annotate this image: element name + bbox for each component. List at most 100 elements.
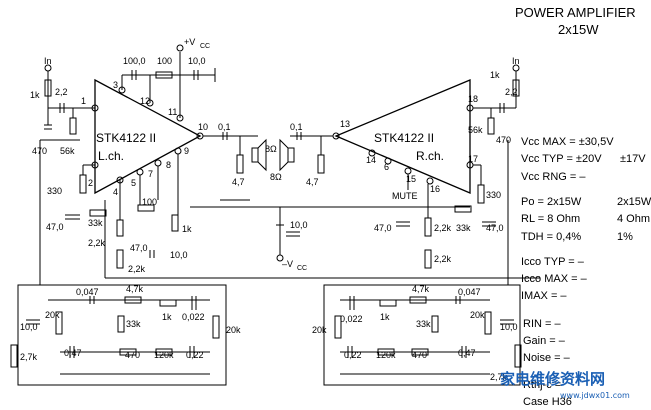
tl-c-047b: 0,47 <box>64 348 82 358</box>
right-feedback <box>396 164 496 269</box>
pin-11: 11 <box>168 107 177 117</box>
r-47-left: 4,7 <box>232 177 245 187</box>
tr-c-10: 10,0 <box>500 322 518 332</box>
right-output <box>279 132 333 174</box>
mute-label: MUTE <box>392 191 418 201</box>
vcc-neg-label: –V <box>282 259 293 269</box>
tr-c-022b: 0,22 <box>344 350 362 360</box>
c-22-left: 2,2 <box>55 87 68 97</box>
r-33k-left: 33k <box>88 218 103 228</box>
tl-c-022b: 0,22 <box>186 350 204 360</box>
r-56k-right: 56k <box>468 125 483 135</box>
pin-6: 6 <box>384 162 389 172</box>
tl-r-27k: 2,7k <box>20 352 38 362</box>
title-line1: POWER AMPLIFIER <box>515 5 636 20</box>
r-22k-right2: 2,2k <box>434 254 452 264</box>
ic-left-name: STK4122 II <box>96 131 156 145</box>
input-left-label: In <box>44 56 52 66</box>
spec-vcc-typ2: ±17V <box>620 153 646 165</box>
pin-17: 17 <box>468 154 478 164</box>
top-components <box>131 68 216 82</box>
spec-po: Po = 2x15W <box>521 196 582 208</box>
r-22k-left1: 2,2k <box>88 238 106 248</box>
spk-left-imp: 8Ω <box>265 144 277 154</box>
left-output <box>203 132 267 201</box>
supply-negative <box>276 207 300 262</box>
ic-right: STK4122 II R.ch. <box>332 79 474 194</box>
ic-right-channel: R.ch. <box>416 149 444 163</box>
r-100-left: 100 <box>142 197 157 207</box>
tr-r-120k: 120k <box>376 350 396 360</box>
tl-c-10: 10,0 <box>20 322 38 332</box>
tr-c-022: 0,022 <box>340 314 363 324</box>
spec-vcc-rng: Vcc RNG = – <box>521 171 586 183</box>
pin-18: 18 <box>468 94 478 104</box>
r-330-right: 330 <box>486 190 501 200</box>
tone-network-right <box>323 140 522 386</box>
tl-c-047: 0,047 <box>76 287 99 297</box>
vcc-pos-sub: CC <box>200 43 210 50</box>
r-330-left: 330 <box>47 186 62 196</box>
c-47-left2: 47,0 <box>130 243 148 253</box>
spec-vcc-max: Vcc MAX = ±30,5V <box>521 136 614 148</box>
r-56k-left: 56k <box>60 146 75 156</box>
tl-r-47k: 4,7k <box>126 284 144 294</box>
c-47-right2: 47,0 <box>374 223 392 233</box>
vcc-neg-sub: CC <box>297 265 307 272</box>
r-22k-left2: 2,2k <box>128 264 146 274</box>
c-10-mid: 10,0 <box>290 220 308 230</box>
spec-imax: IMAX = – <box>521 290 567 302</box>
c-01-right: 0,1 <box>290 122 303 132</box>
pin-12: 12 <box>140 96 150 106</box>
pin-15: 15 <box>406 174 416 184</box>
tone-network-left <box>10 140 227 386</box>
r-1k-left2: 1k <box>182 224 192 234</box>
spec-rl2: 4 Ohm <box>617 213 650 225</box>
tr-c-047: 0,047 <box>458 287 481 297</box>
tr-r-1k: 1k <box>380 312 390 322</box>
spec-tdh: TDH = 0,4% <box>521 231 581 243</box>
c-47-left: 47,0 <box>46 222 64 232</box>
spec-rthj: Rthj-c = <box>523 379 561 391</box>
right-input-network <box>473 64 520 135</box>
tr-r-20k-a: 20k <box>312 325 327 335</box>
watermark-sub: www.jdwx01.com <box>560 391 630 400</box>
spec-gain: Gain = – <box>523 335 566 347</box>
pin-16: 16 <box>430 184 440 194</box>
tl-r-470: 470 <box>125 350 140 360</box>
watermark: 家电维修资料网 www.jdwx01.com <box>500 370 630 400</box>
c-47-right: 47,0 <box>486 223 504 233</box>
pin-3: 3 <box>113 80 118 90</box>
pin-2: 2 <box>88 178 93 188</box>
tl-r-1k: 1k <box>162 312 172 322</box>
pin-1: 1 <box>81 96 86 106</box>
r-1k-left: 1k <box>30 90 40 100</box>
supply-positive <box>121 44 215 118</box>
c-100-top: 100,0 <box>123 56 146 66</box>
pin-13: 13 <box>340 119 350 129</box>
spec-table: Vcc MAX = ±30,5V Vcc TYP = ±20V ±17V Vcc… <box>521 136 651 408</box>
input-right-label: In <box>512 56 520 66</box>
left-input-network <box>40 64 95 141</box>
tl-r-20k-b: 20k <box>226 325 241 335</box>
tl-r-20k-a: 20k <box>45 310 60 320</box>
tl-r-120k: 120k <box>154 350 174 360</box>
spec-vcc-typ: Vcc TYP = ±20V <box>521 153 602 165</box>
tr-r-33k: 33k <box>416 319 431 329</box>
r-33k-right: 33k <box>456 223 471 233</box>
ic-right-name: STK4122 II <box>374 131 434 145</box>
spec-icco-typ: Icco TYP = – <box>521 256 585 268</box>
left-feedback <box>65 154 540 279</box>
vcc-pos-label: +V <box>184 37 195 47</box>
r-47-right: 4,7 <box>306 177 319 187</box>
spec-rin: RIN = – <box>523 318 561 330</box>
tr-c-047b: 0,47 <box>458 348 476 358</box>
tl-c-022: 0,022 <box>182 312 205 322</box>
ic-left-channel: L.ch. <box>98 149 124 163</box>
spk-right-imp: 8Ω <box>270 172 282 182</box>
tr-r-20k-b: 20k <box>470 310 485 320</box>
spec-rl: RL = 8 Ohm <box>521 213 580 225</box>
pin-5: 5 <box>131 178 136 188</box>
pin-14: 14 <box>366 155 376 165</box>
